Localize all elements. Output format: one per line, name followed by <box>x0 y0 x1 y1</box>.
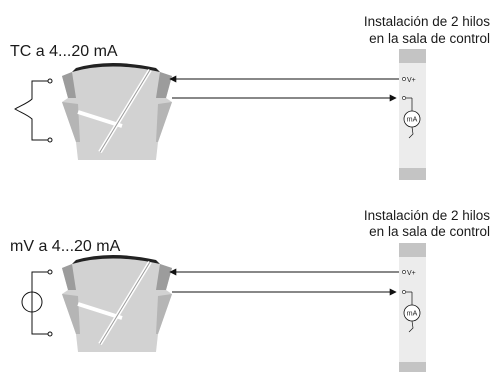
top-control-panel: V+ mA <box>399 49 426 180</box>
bottom-control-panel: V+ mA <box>399 243 426 372</box>
top-input-label: TC a 4...20 mA <box>10 43 118 60</box>
top-vplus-terminal <box>402 77 406 81</box>
bottom-vplus-label: V+ <box>407 270 416 277</box>
top-meter-label: mA <box>407 117 418 124</box>
bottom-room-label-line1: Instalación de 2 hilos <box>364 208 490 223</box>
top-section: TC a 4...20 mA Instalación de 2 hilos en… <box>10 14 490 180</box>
bottom-vplus-terminal <box>402 270 406 274</box>
top-vplus-label: V+ <box>407 77 416 84</box>
bottom-room-label-line2: en la sala de control <box>369 224 490 239</box>
bottom-section: mV a 4...20 mA Instalación de 2 hilos en… <box>10 208 490 372</box>
top-room-label-line1: Instalación de 2 hilos <box>364 14 490 29</box>
bottom-input-label: mV a 4...20 mA <box>10 238 121 255</box>
bottom-meter-label: mA <box>407 311 418 318</box>
transmitter-module <box>62 255 172 352</box>
top-room-label-line2: en la sala de control <box>369 31 490 46</box>
transmitter-module <box>62 63 172 160</box>
voltage-source-icon <box>21 269 53 337</box>
thermocouple-icon <box>14 78 53 143</box>
